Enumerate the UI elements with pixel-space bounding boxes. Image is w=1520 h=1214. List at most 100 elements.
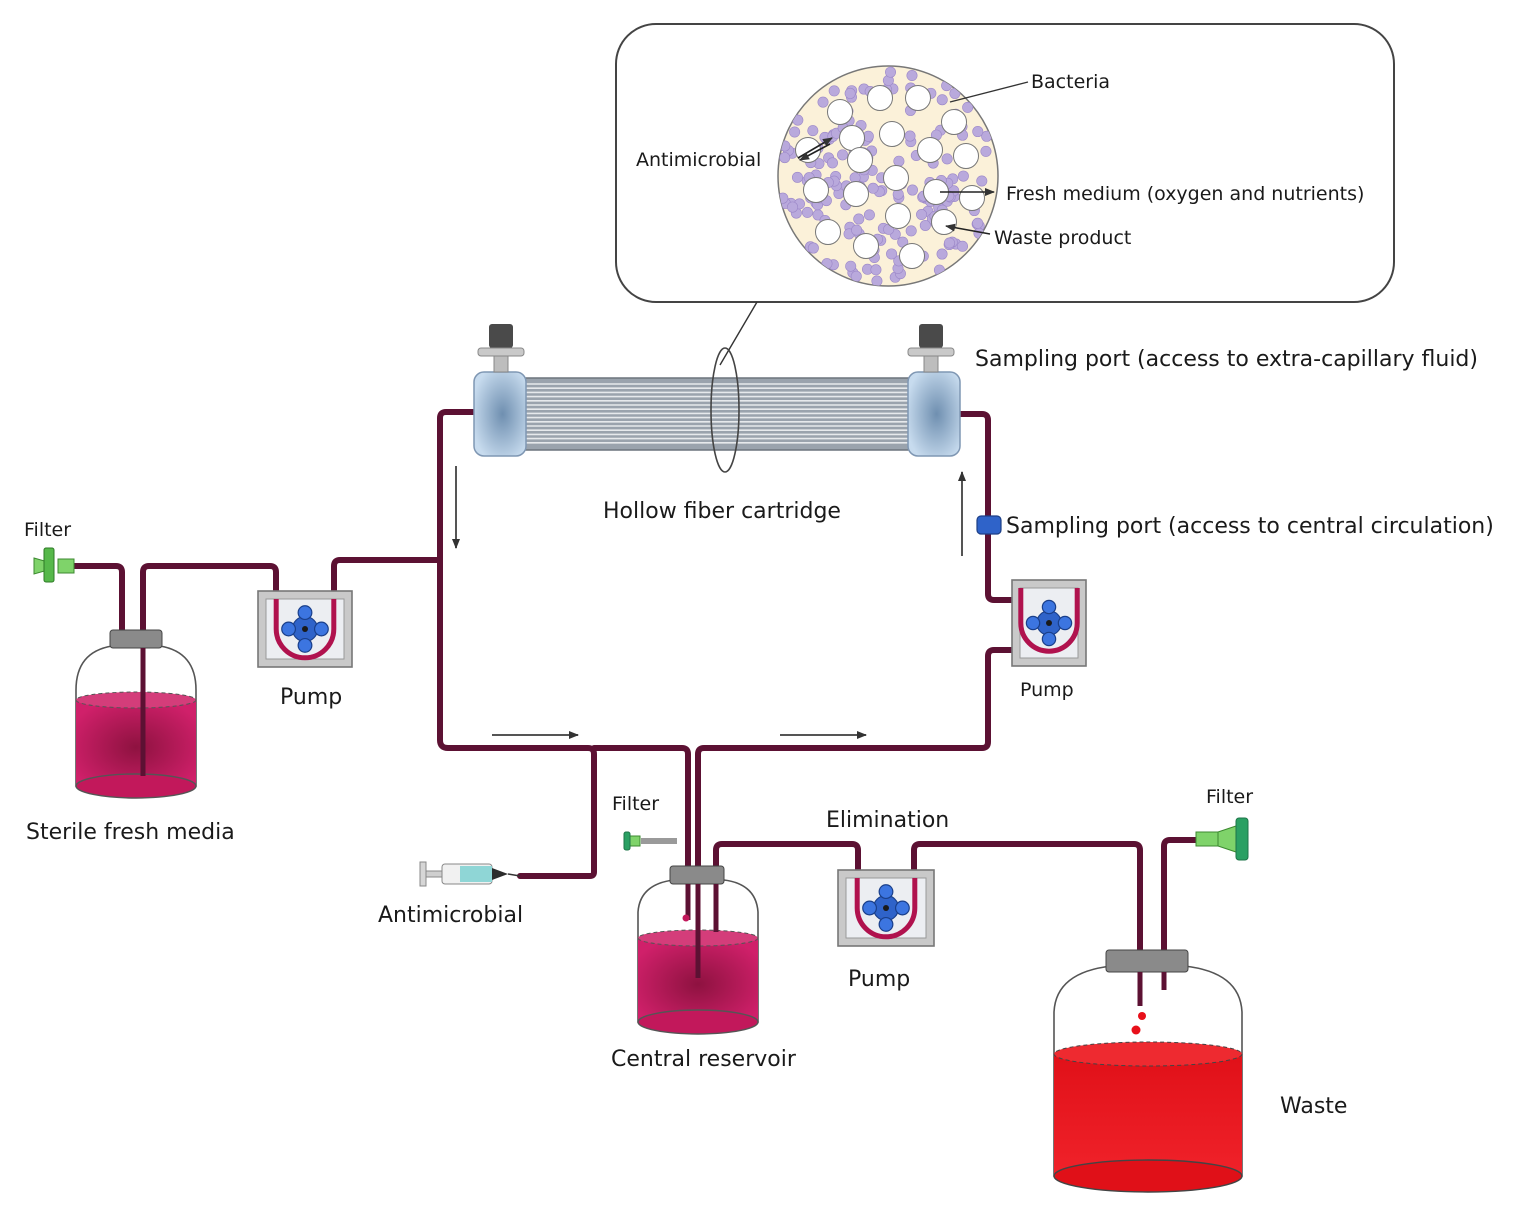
- hollow-fiber-cartridge: [473, 324, 961, 473]
- pump-tube: [273, 599, 337, 661]
- fiber-cross-section: [953, 143, 979, 169]
- antimicrobial-syringe[interactable]: [419, 861, 521, 887]
- bacterium: [980, 145, 992, 157]
- bacterium: [844, 87, 856, 99]
- bacteria-label: Bacteria: [1031, 71, 1110, 93]
- syringe-antimicrobial-label: Antimicrobial: [378, 903, 523, 928]
- pump-left[interactable]: [257, 590, 353, 668]
- bacterium: [826, 157, 838, 169]
- fiber-cross-section: [885, 203, 911, 229]
- filter-center[interactable]: [623, 831, 677, 851]
- bacterium: [851, 224, 863, 236]
- fiber-cross-section: [795, 137, 821, 163]
- pump-right[interactable]: [1011, 579, 1087, 667]
- bacterium: [867, 182, 879, 194]
- filter-left[interactable]: [33, 547, 75, 583]
- fiber-cross-section: [847, 147, 873, 173]
- bacterium: [801, 206, 813, 218]
- fiber-cross-section: [905, 85, 931, 111]
- inset-arrow-antimicrobial-out: [799, 143, 831, 161]
- bacterium: [870, 264, 882, 276]
- waste-label: Waste: [1280, 1094, 1347, 1119]
- fiber-cross-section: [815, 219, 841, 245]
- pump-roller: [281, 621, 297, 637]
- bacterium: [787, 201, 799, 213]
- pump-roller: [862, 900, 878, 916]
- fiber-cross-section: [959, 185, 985, 211]
- fiber-cross-section: [827, 99, 853, 125]
- bacterium: [941, 153, 953, 165]
- central-reservoir-bottle: [637, 865, 759, 1035]
- fiber-cross-section: [839, 125, 865, 151]
- bacterium: [916, 209, 928, 221]
- bacterium: [863, 209, 875, 221]
- drop: [1131, 1025, 1141, 1035]
- pump-roller: [1041, 599, 1057, 615]
- pump-roller: [878, 916, 894, 932]
- filter-right[interactable]: [1195, 817, 1249, 861]
- bacterium: [957, 170, 969, 182]
- elimination-label: Elimination: [826, 808, 949, 833]
- zoom-leader-line: [719, 301, 758, 366]
- fiber-cross-section: [803, 177, 829, 203]
- bacterium: [791, 171, 803, 183]
- sampling-port-extra-capillary[interactable]: [907, 324, 955, 373]
- fiber-bundle: [522, 383, 912, 444]
- fiber-cross-section: [867, 85, 893, 111]
- waste-bottle-cap: [1105, 949, 1189, 973]
- pump-right-label: Pump: [1020, 679, 1074, 701]
- bacterium: [943, 237, 955, 249]
- zoom-lens-ellipse: [710, 347, 740, 473]
- drop: [1138, 1012, 1146, 1020]
- tubing-network: [67, 409, 1221, 1007]
- pump-roller: [297, 637, 313, 653]
- flow-arrows: [452, 466, 966, 739]
- fiber-cross-section: [843, 181, 869, 207]
- bacterium: [893, 155, 905, 167]
- bacterium: [885, 66, 897, 78]
- pump-roller: [878, 884, 894, 900]
- pump-left-label: Pump: [280, 685, 342, 710]
- bacterium: [807, 242, 819, 254]
- sampling-port-central-label: Sampling port (access to central circula…: [1006, 514, 1494, 539]
- sampling-port-extra-capillary-label: Sampling port (access to extra-capillary…: [975, 347, 1478, 372]
- fiber-cross-section: [883, 165, 909, 191]
- bacterium: [853, 213, 865, 225]
- bacterium: [906, 184, 918, 196]
- bacterium: [779, 152, 791, 164]
- pump-roller: [297, 605, 313, 621]
- filter-left-label: Filter: [24, 519, 71, 541]
- pump-bottom-label: Pump: [848, 967, 910, 992]
- microscopic-view-circle: [777, 65, 999, 287]
- bacterium: [936, 248, 948, 260]
- inset-panel: Bacteria Antimicrobial Fresh medium (oxy…: [615, 23, 1395, 366]
- fiber-cross-section: [899, 243, 925, 269]
- fiber-cross-section: [917, 137, 943, 163]
- fiber-cross-section: [879, 121, 905, 147]
- fiber-cross-section: [853, 233, 879, 259]
- bacterium: [906, 70, 918, 82]
- filter-center-label: Filter: [612, 793, 659, 815]
- sterile-media-label: Sterile fresh media: [26, 820, 235, 845]
- bacterium: [972, 217, 984, 229]
- bacterium: [828, 85, 840, 97]
- sampling-port-central-circulation[interactable]: [976, 515, 1002, 535]
- pump-roller: [894, 900, 910, 916]
- central-reservoir-cap: [669, 865, 725, 885]
- inset-arrow-waste-product: [945, 223, 991, 235]
- sampling-port-left[interactable]: [477, 324, 525, 373]
- bacterium: [817, 96, 829, 108]
- hollow-fiber-cartridge-label: Hollow fiber cartridge: [603, 499, 841, 524]
- bacterium: [886, 248, 898, 260]
- cartridge-right-cap: [907, 371, 961, 457]
- filter-right-label: Filter: [1206, 786, 1253, 808]
- pump-bottom[interactable]: [837, 869, 935, 947]
- bacterium: [936, 94, 948, 106]
- bacterium: [919, 219, 931, 231]
- inset-antimicrobial-label: Antimicrobial: [636, 149, 761, 171]
- bacteria-leader-line: [949, 81, 1029, 103]
- fiber-cross-section: [941, 109, 967, 135]
- bacterium: [871, 275, 883, 286]
- fresh-medium-label: Fresh medium (oxygen and nutrients): [1006, 183, 1364, 205]
- bacterium: [807, 125, 819, 137]
